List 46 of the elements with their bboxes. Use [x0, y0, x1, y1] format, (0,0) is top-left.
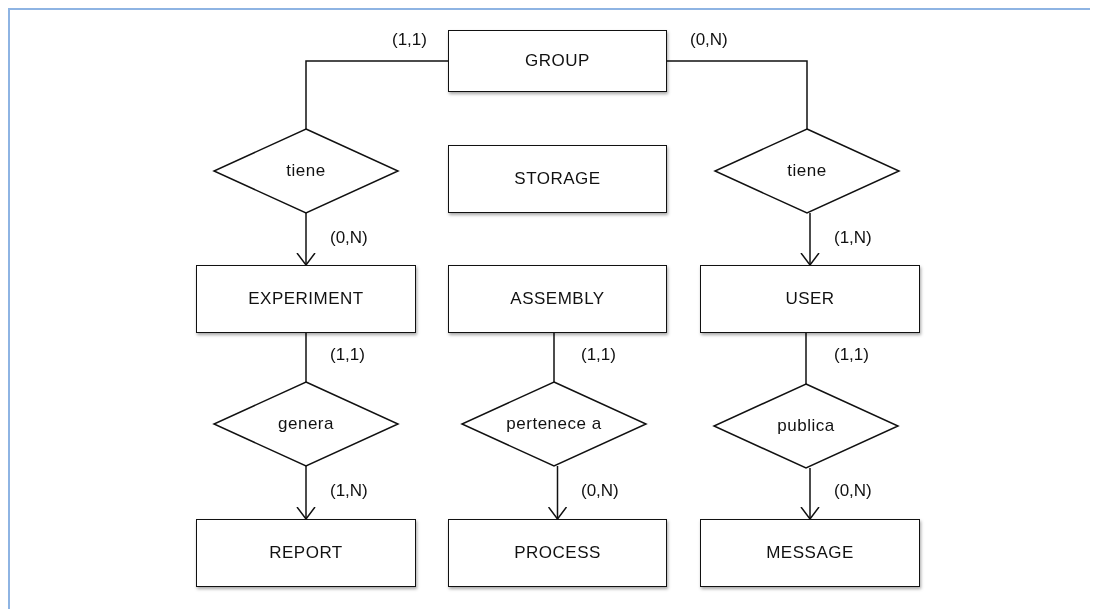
entity-box — [196, 519, 416, 587]
entity-name: REPORT — [269, 543, 343, 563]
relationship-name: genera — [278, 414, 334, 434]
cardinality-label: (1,1) — [581, 345, 616, 365]
entity-box — [700, 519, 920, 587]
entity-name: ASSEMBLY — [510, 289, 605, 309]
arrow — [296, 465, 316, 520]
connector-line — [666, 60, 808, 130]
entity-box — [196, 265, 416, 333]
entity-box — [448, 519, 667, 587]
entity-name: GROUP — [525, 51, 590, 71]
arrow — [800, 212, 820, 266]
connector-line — [805, 332, 807, 385]
cardinality-label: (1,1) — [392, 30, 427, 50]
entity-box — [448, 265, 667, 333]
arrow — [296, 212, 316, 266]
cardinality-label: (0,N) — [581, 481, 619, 501]
relationship-diamond — [214, 129, 398, 213]
entity-name: EXPERIMENT — [248, 289, 364, 309]
relationship-diamond — [462, 382, 646, 466]
connector-line — [305, 332, 307, 383]
cardinality-label: (1,1) — [330, 345, 365, 365]
relationship-name: publica — [777, 416, 835, 436]
relationship-diamond — [214, 382, 398, 466]
relationship-name: tiene — [286, 161, 326, 181]
arrow — [800, 467, 820, 520]
arrow — [547, 465, 568, 520]
entity-name: MESSAGE — [766, 543, 854, 563]
relationship-diamond — [714, 384, 898, 468]
relationship-diamond — [715, 129, 899, 213]
entity-box — [448, 145, 667, 213]
cardinality-label: (0,N) — [690, 30, 728, 50]
cardinality-label: (1,1) — [834, 345, 869, 365]
entity-box — [448, 30, 667, 92]
cardinality-label: (0,N) — [330, 228, 368, 248]
connector-line — [553, 332, 555, 383]
entity-box — [700, 265, 920, 333]
relationship-name: pertenece a — [506, 414, 602, 434]
connector-line — [305, 60, 449, 130]
cardinality-label: (0,N) — [834, 481, 872, 501]
entity-name: STORAGE — [514, 169, 601, 189]
cardinality-label: (1,N) — [330, 481, 368, 501]
entity-name: PROCESS — [514, 543, 601, 563]
relationship-name: tiene — [787, 161, 827, 181]
cardinality-label: (1,N) — [834, 228, 872, 248]
entity-name: USER — [785, 289, 835, 309]
